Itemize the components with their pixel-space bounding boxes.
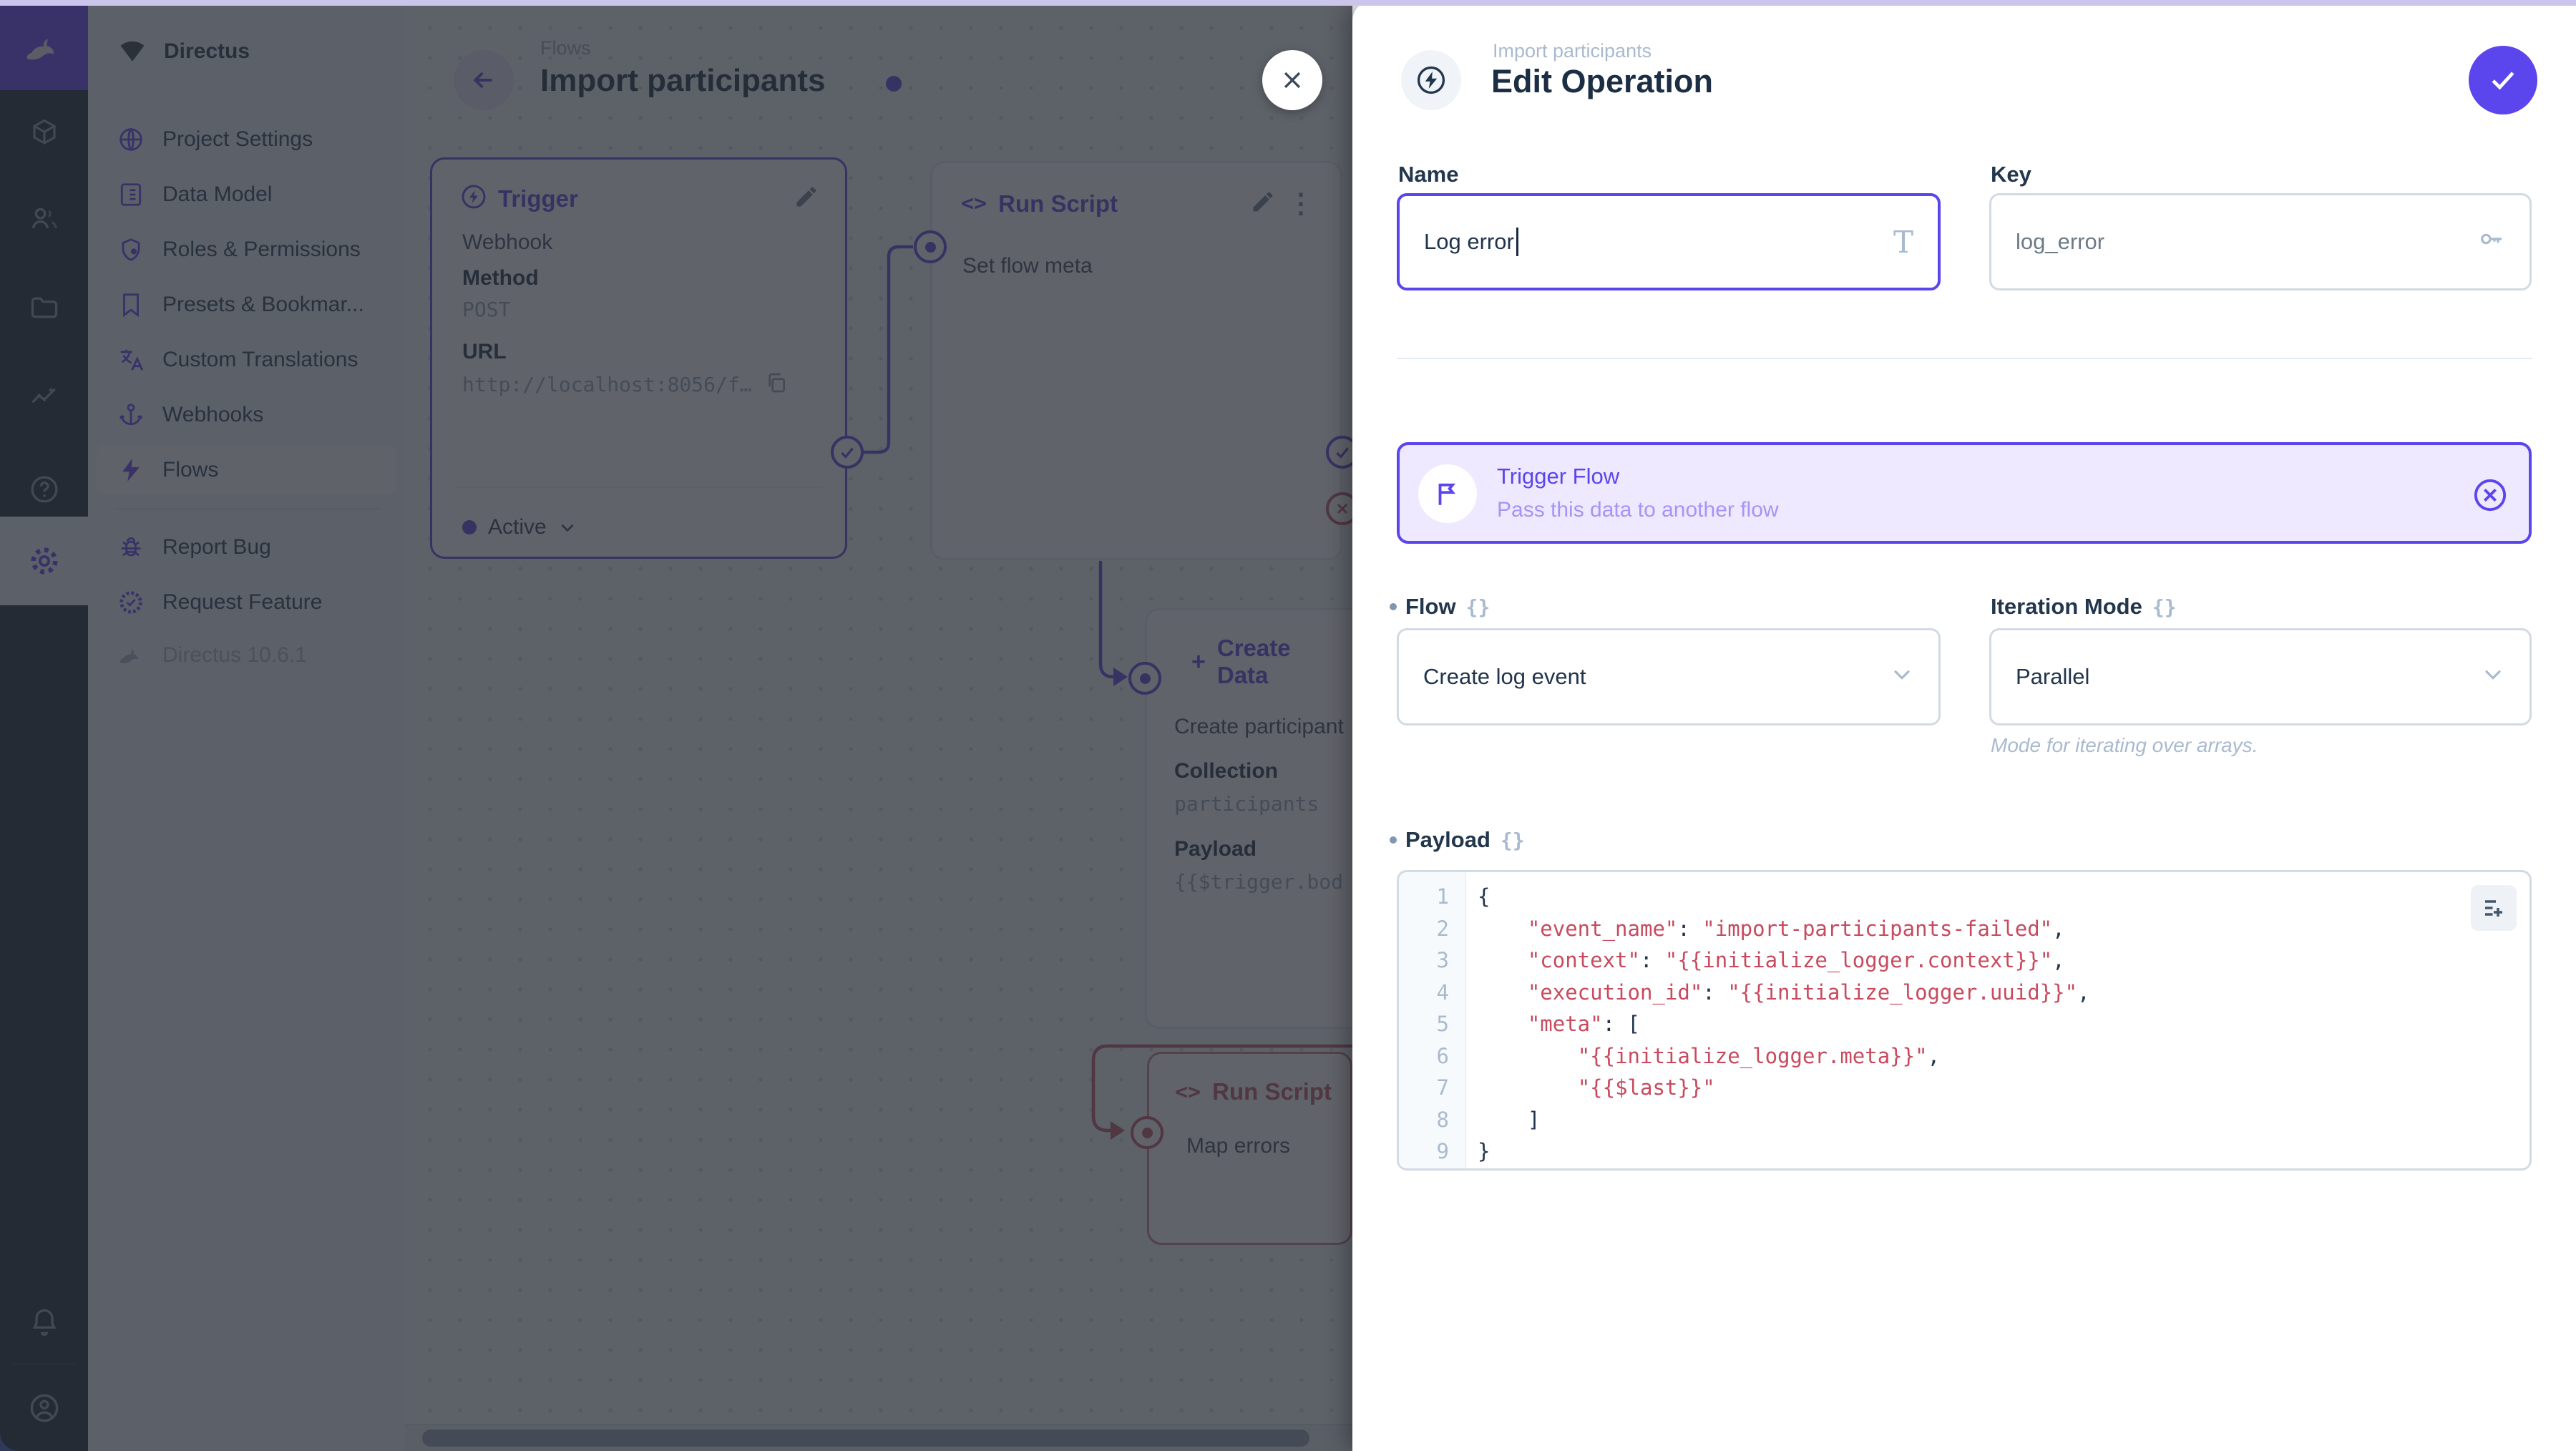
close-icon xyxy=(1284,72,1301,89)
flow-value: Create log event xyxy=(1423,664,1586,689)
iteration-note: Mode for iterating over arrays. xyxy=(1991,734,2258,756)
chevron-down-icon xyxy=(2481,662,2505,692)
flow-label: Flow {} xyxy=(1390,594,1490,620)
expand-editor-button[interactable] xyxy=(2471,885,2517,931)
flag-icon xyxy=(1418,464,1477,523)
chevron-down-icon xyxy=(1890,662,1914,692)
check-icon xyxy=(2492,72,2514,90)
raw-value-icon[interactable]: {} xyxy=(1465,595,1491,619)
window-top-strip xyxy=(0,0,2576,6)
text-cursor xyxy=(1516,228,1518,256)
trigger-flow-banner[interactable]: Trigger Flow Pass this data to another f… xyxy=(1397,442,2532,544)
payload-editor-body: 1{2 "event_name": "import-participants-f… xyxy=(1436,884,2090,1164)
name-label: Name xyxy=(1398,162,1459,187)
operation-type-button[interactable] xyxy=(1401,50,1461,110)
edit-operation-drawer: Import participants Edit Operation Name … xyxy=(1352,0,2576,1451)
raw-value-icon[interactable]: {} xyxy=(1500,828,1525,852)
editor-gutter xyxy=(1399,872,1466,1168)
raw-value-icon[interactable]: {} xyxy=(2152,595,2177,619)
iteration-mode-value: Parallel xyxy=(2016,664,2090,689)
iteration-mode-label: Iteration Mode {} xyxy=(1991,594,2177,619)
drawer-overlay[interactable] xyxy=(0,0,1352,1451)
name-value: Log error xyxy=(1424,229,1514,254)
key-value: log_error xyxy=(2016,229,2105,254)
title-format-icon[interactable]: T xyxy=(1893,224,1913,260)
banner-title: Trigger Flow xyxy=(1497,464,1620,489)
drawer-breadcrumb: Import participants xyxy=(1493,40,1652,62)
required-dot xyxy=(1390,603,1397,610)
banner-subtitle: Pass this data to another flow xyxy=(1497,498,1779,522)
wrap-lines-icon xyxy=(2485,900,2502,917)
deselect-icon[interactable] xyxy=(2472,477,2509,517)
payload-editor[interactable]: 1{2 "event_name": "import-participants-f… xyxy=(1397,870,2532,1171)
drawer-title: Edit Operation xyxy=(1491,63,1714,99)
payload-label: Payload {} xyxy=(1390,827,1525,853)
key-label: Key xyxy=(1991,162,2031,187)
name-input[interactable]: Log error T xyxy=(1397,193,1941,290)
key-input[interactable]: log_error xyxy=(1989,193,2532,290)
save-button[interactable] xyxy=(2469,46,2537,114)
section-divider xyxy=(1397,358,2532,359)
key-icon xyxy=(2477,225,2505,259)
iteration-mode-select[interactable]: Parallel xyxy=(1989,628,2532,726)
flow-select[interactable]: Create log event xyxy=(1397,628,1941,726)
bolt-circle-icon xyxy=(1417,66,1445,94)
close-drawer-button[interactable] xyxy=(1262,50,1322,110)
required-dot xyxy=(1390,836,1397,844)
